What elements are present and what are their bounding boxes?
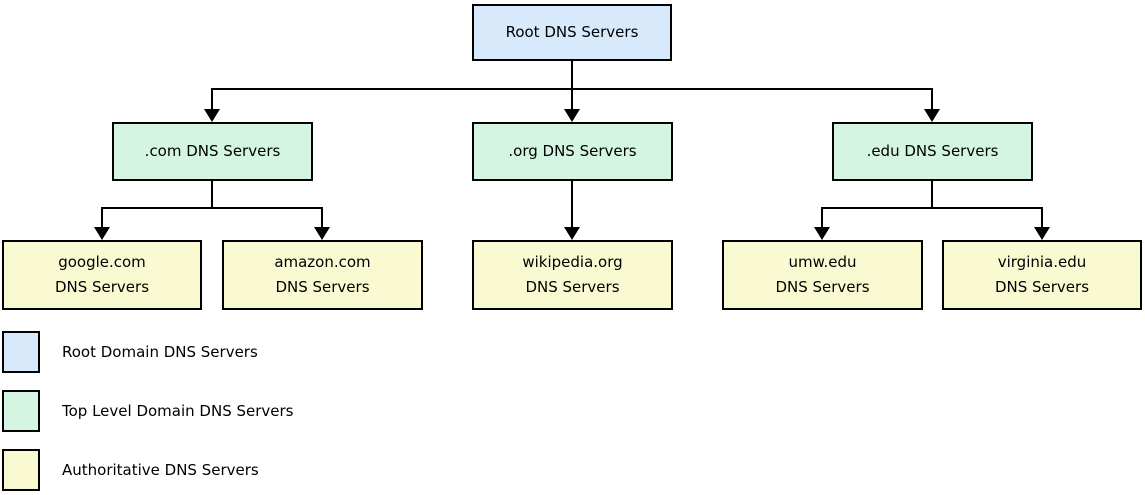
legend-swatch-top-level-domain — [2, 390, 40, 432]
connector-drop-to-com — [211, 88, 213, 110]
arrowhead-to-amazon-icon — [314, 227, 330, 240]
arrowhead-to-com-icon — [204, 109, 220, 122]
connector-drop-to-org — [571, 88, 573, 110]
legend-swatch-authoritative — [2, 449, 40, 491]
legend-label-root-domain: Root Domain DNS Servers — [62, 343, 258, 361]
node-wikipedia-dns-servers: wikipedia.org DNS Servers — [472, 240, 673, 310]
legend-item-root-domain: Root Domain DNS Servers — [2, 331, 258, 373]
node-label-line2: DNS Servers — [994, 278, 1090, 296]
connector-org-stem — [571, 181, 573, 228]
node-root-dns-servers: Root DNS Servers — [472, 4, 672, 61]
connector-edu-horizontal-bar — [821, 207, 1043, 209]
node-umw-dns-servers: umw.edu DNS Servers — [722, 240, 923, 310]
connector-drop-to-virginia — [1041, 207, 1043, 229]
node-google-dns-servers: google.com DNS Servers — [2, 240, 202, 310]
arrowhead-to-virginia-icon — [1034, 227, 1050, 240]
connector-drop-to-edu — [931, 88, 933, 110]
node-label-line2: DNS Servers — [275, 278, 370, 296]
legend-label-top-level-domain: Top Level Domain DNS Servers — [62, 402, 294, 420]
arrowhead-to-edu-icon — [924, 109, 940, 122]
node-label-line1: wikipedia.org — [522, 253, 623, 271]
connector-drop-to-amazon — [321, 207, 323, 229]
connector-com-horizontal-bar — [101, 207, 323, 209]
connector-drop-to-umw — [821, 207, 823, 229]
connector-root-stem — [571, 61, 573, 89]
legend-item-authoritative: Authoritative DNS Servers — [2, 449, 259, 491]
node-label: Root DNS Servers — [505, 23, 639, 41]
legend-label-authoritative: Authoritative DNS Servers — [62, 461, 259, 479]
node-label-line2: DNS Servers — [775, 278, 870, 296]
connector-com-stem — [211, 181, 213, 209]
node-label-line2: DNS Servers — [54, 278, 150, 296]
node-label: .edu DNS Servers — [866, 142, 999, 160]
arrowhead-to-wikipedia-icon — [564, 227, 580, 240]
node-label-line1: umw.edu — [788, 253, 857, 271]
arrowhead-to-umw-icon — [814, 227, 830, 240]
legend-item-top-level-domain: Top Level Domain DNS Servers — [2, 390, 293, 432]
arrowhead-to-org-icon — [564, 109, 580, 122]
node-label-line1: virginia.edu — [997, 253, 1087, 271]
connector-edu-stem — [931, 181, 933, 209]
connector-drop-to-google — [101, 207, 103, 229]
node-label: .org DNS Servers — [508, 142, 637, 160]
arrowhead-to-google-icon — [94, 227, 110, 240]
legend-swatch-root-domain — [2, 331, 40, 373]
node-virginia-dns-servers: virginia.edu DNS Servers — [942, 240, 1142, 310]
node-com-dns-servers: .com DNS Servers — [112, 122, 313, 181]
node-label: .com DNS Servers — [144, 142, 281, 160]
node-amazon-dns-servers: amazon.com DNS Servers — [222, 240, 423, 310]
node-label-line1: amazon.com — [274, 253, 371, 271]
node-label-line1: google.com — [58, 253, 146, 271]
node-label-line2: DNS Servers — [525, 278, 620, 296]
node-edu-dns-servers: .edu DNS Servers — [832, 122, 1033, 181]
node-org-dns-servers: .org DNS Servers — [472, 122, 673, 181]
